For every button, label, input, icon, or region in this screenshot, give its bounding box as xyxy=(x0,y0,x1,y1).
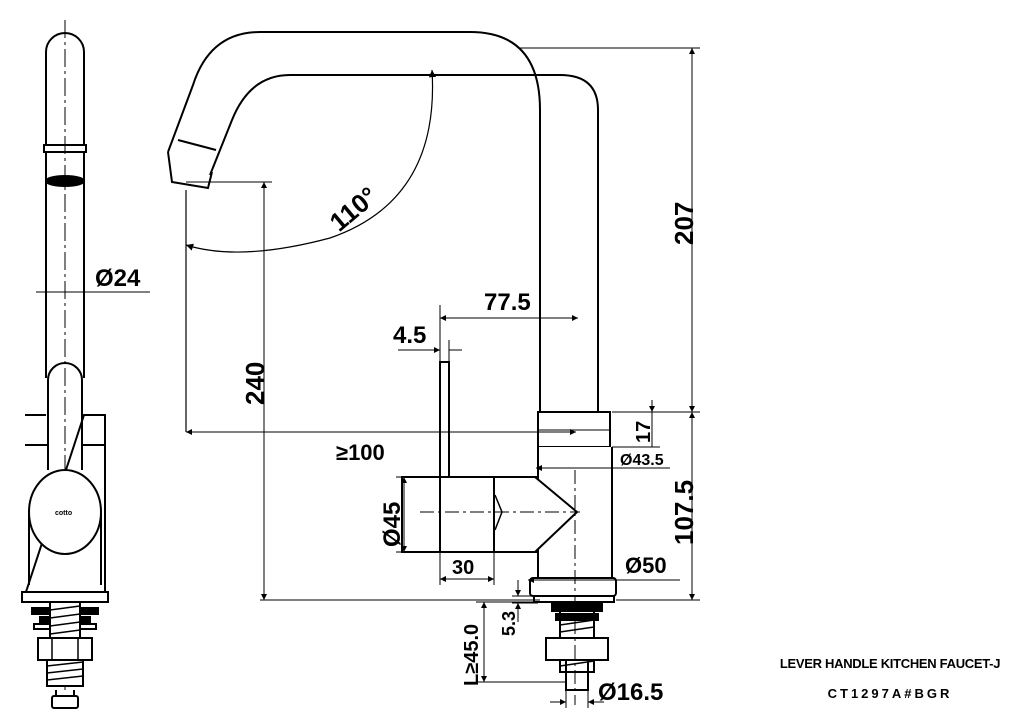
label-gasket: 5.3 xyxy=(499,611,519,636)
front-view xyxy=(21,20,109,709)
dim-collar-height xyxy=(612,400,660,448)
dim-handle-diameter xyxy=(396,476,440,553)
product-code: CT1297A#BGR xyxy=(827,686,953,701)
label-handle-width: 30 xyxy=(452,557,474,579)
label-shank-length: L≥45.0 xyxy=(461,624,483,686)
label-spout-height: 240 xyxy=(240,362,270,405)
dim-gasket xyxy=(512,580,538,622)
label-collar-height: 17 xyxy=(633,421,655,443)
label-body-height: 107.5 xyxy=(669,480,699,545)
dim-handle-width xyxy=(439,552,495,585)
dim-lever-thickness xyxy=(398,340,462,362)
label-lever-thickness: 4.5 xyxy=(393,322,426,349)
dim-spout-height xyxy=(186,181,540,601)
label-base-diameter: Ø50 xyxy=(625,553,667,578)
dim-total-height xyxy=(520,47,700,413)
dim-shank-length xyxy=(476,601,566,683)
label-clearance: ≥100 xyxy=(336,440,385,465)
dim-shank-diameter xyxy=(550,690,604,708)
dim-spout-angle xyxy=(185,69,437,432)
label-collar-diameter: Ø43.5 xyxy=(620,452,664,469)
label-total-height: 207 xyxy=(669,202,699,245)
dim-body-height xyxy=(616,412,700,601)
side-view xyxy=(167,31,617,705)
label-shank-diameter: Ø16.5 xyxy=(598,679,663,706)
label-spout-reach: 77.5 xyxy=(484,289,531,316)
dim-spout-reach xyxy=(439,305,578,362)
dim-spout-diameter: Ø24 xyxy=(36,265,150,298)
label-spout-diameter: Ø24 xyxy=(95,265,141,292)
product-name: LEVER HANDLE KITCHEN FAUCET-J xyxy=(779,656,1001,671)
brand-logo-text: cotto xyxy=(55,510,72,517)
label-handle-diameter: Ø45 xyxy=(379,502,406,547)
